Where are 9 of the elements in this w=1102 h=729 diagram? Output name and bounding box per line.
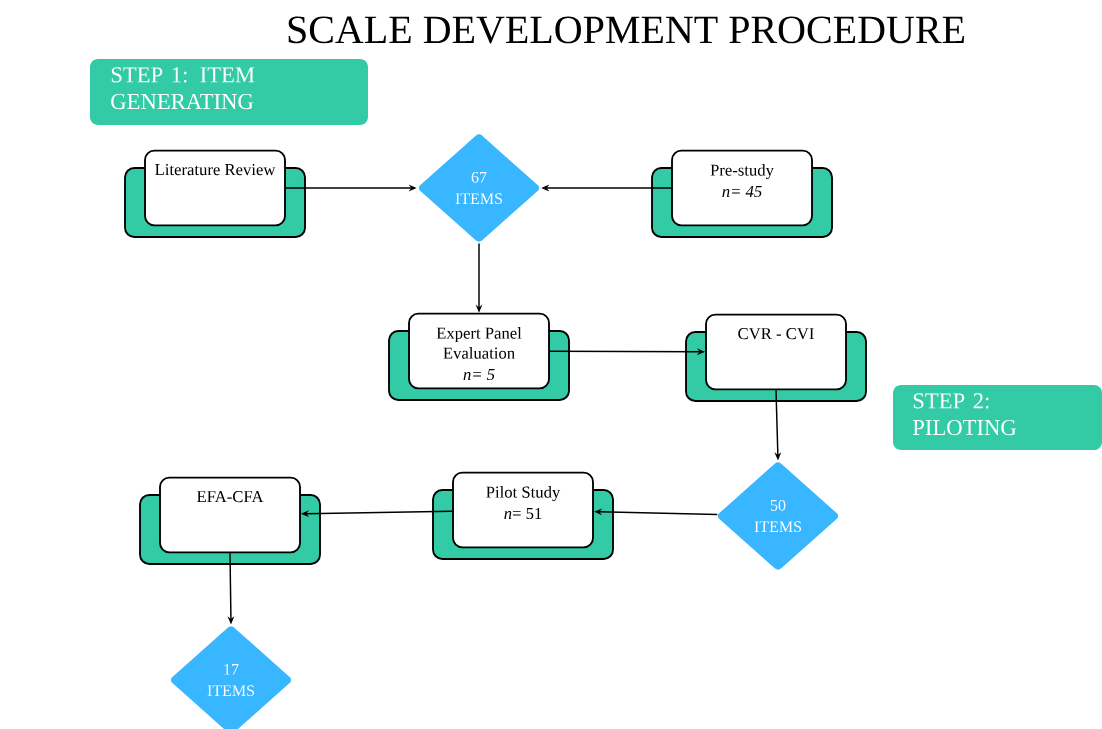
step-banner: STEP 1: ITEM GENERATING <box>90 59 368 125</box>
step-banner: STEP 2: PILOTING <box>893 385 1102 450</box>
process-box: Literature Review <box>124 149 306 238</box>
process-box: CVR - CVI <box>685 313 867 402</box>
process-box: Pilot Study n= 51 <box>432 471 614 560</box>
process-box: Pre-study n= 45 <box>651 149 833 238</box>
process-box: Expert Panel Evaluation n= 5 <box>388 312 570 401</box>
process-box: EFA-CFA <box>139 476 321 565</box>
title: SCALE DEVELOPMENT PROCEDURE <box>288 16 964 44</box>
